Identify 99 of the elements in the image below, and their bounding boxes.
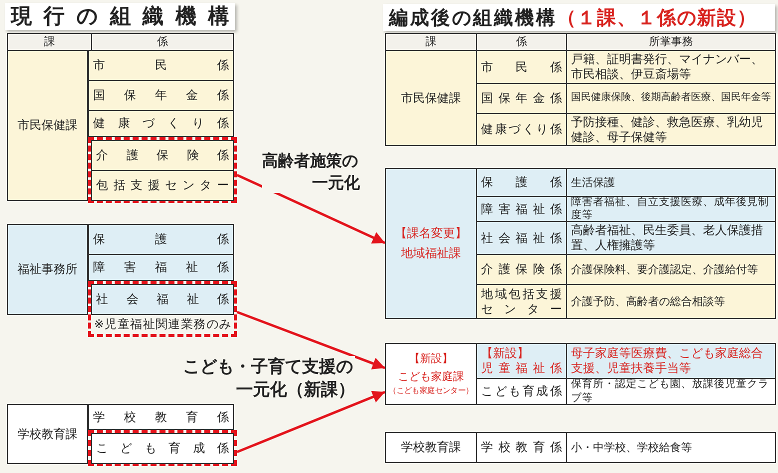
header-text: 所掌事務: [648, 35, 694, 49]
arrow: [236, 390, 386, 454]
arrow: [236, 310, 386, 370]
section-name: こども家庭課: [397, 368, 465, 385]
section-name: 市民保健課: [16, 118, 78, 133]
duty-cell: [566, 254, 776, 285]
duty-cell: [566, 343, 776, 379]
unit-name: 国保年金係: [481, 91, 562, 106]
duty-text: 小・中学校、学校給食等: [571, 440, 693, 454]
section-name: 【新設】: [408, 351, 454, 367]
section-name: 学校教育課: [400, 440, 462, 455]
duty-cell: [566, 221, 776, 255]
section-cell: [7, 224, 88, 315]
unit-cell: [91, 140, 234, 171]
unit-cell: [88, 404, 234, 430]
duty-cell: [566, 432, 776, 463]
unit-name: 保護係: [481, 175, 562, 190]
section-name: 学校教育課: [16, 426, 78, 442]
duty-text: 高齢者福祉、民生委員、老人保護措置、人権擁護等: [571, 223, 764, 253]
unit-name: 介護保険係: [96, 148, 229, 163]
header-text: 係: [515, 35, 528, 49]
unit-name: こども育成係: [96, 441, 229, 456]
unit-name: 児童福祉係: [481, 361, 562, 376]
unit-cell: [88, 224, 234, 255]
section-cell: [7, 404, 88, 464]
unit-cell: [476, 50, 567, 84]
duty-text: 保育所・認定こども園、放課後児童クラブ等: [571, 378, 770, 405]
section-name: 福祉事務所: [16, 262, 78, 277]
duty-text: 介護予防、高齢者の総合相談等: [571, 294, 726, 308]
dashed-outline: [88, 137, 237, 203]
duty-cell: [566, 284, 776, 319]
section-cell: [7, 50, 88, 201]
unit-name: 障害福祉係: [481, 202, 562, 216]
section-cell: [385, 168, 477, 319]
duty-cell: [566, 113, 776, 146]
duty-text: 国民健康保険、後期高齢者医療、国民年金等: [571, 92, 771, 105]
unit-name: 社会福祉係: [481, 230, 562, 246]
arrow: [236, 174, 386, 244]
header-text: 課: [43, 35, 56, 49]
duty-text: 生活保護: [571, 176, 616, 190]
header-text: 係: [156, 35, 169, 49]
unit-cell: [91, 284, 234, 315]
dashed-outline: [88, 281, 237, 337]
unit-cell: [88, 80, 234, 111]
unit-cell: [476, 343, 567, 379]
heading-note: （１課、１係の新設）: [557, 6, 757, 30]
unit-cell: [476, 284, 567, 319]
duty-cell: [566, 50, 776, 84]
unit-cell: [476, 113, 567, 146]
edge-label: 高齢者施策の一元化: [262, 150, 360, 194]
unit-name: 市民係: [481, 60, 562, 74]
unit-name: 地域包括支援センター: [481, 286, 562, 316]
unit-cell: [476, 196, 567, 222]
note-text: ※児童福祉関連業務のみ: [94, 317, 231, 332]
unit-cell: [476, 378, 567, 405]
section-name: 地域福祉課: [400, 244, 462, 262]
header-cell: [91, 33, 234, 51]
unit-name: 学校教育係: [481, 440, 562, 455]
unit-cell: [476, 168, 567, 197]
section-cell: [385, 343, 477, 405]
unit-cell: [476, 83, 567, 114]
unit-cell: [476, 254, 567, 285]
unit-name: 健康づくり係: [481, 122, 562, 137]
unit-cell: [88, 254, 234, 281]
unit-name: 保護係: [93, 232, 229, 247]
unit-name: 障害福祉係: [93, 260, 229, 275]
duty-text: 介護保険料、要介護認定、介護給付等: [571, 262, 759, 276]
unit-name: 【新設】: [481, 346, 530, 361]
unit-name: 健康づくり係: [93, 116, 229, 131]
duty-text: 予防接種、健診、救急医療、乳幼児健診、母子保健等: [571, 114, 764, 144]
duty-cell: [566, 168, 776, 197]
section-name: 【課名変更】: [394, 225, 468, 242]
unit-name: 包括支援センター: [96, 178, 229, 193]
unit-cell: [476, 221, 567, 255]
unit-name: 介護保険係: [481, 262, 562, 277]
header-cell: [7, 33, 92, 51]
duty-text: 戸籍、証明書発行、マイナンバー、市民相談、伊豆斎場等: [571, 52, 764, 82]
duty-text: 障害者福祉、自立支援医療、成年後見制度等: [571, 196, 770, 222]
unit-cell: [88, 110, 234, 137]
unit-cell: [476, 432, 567, 463]
heading-text: 編成後の組織機構: [389, 6, 557, 30]
unit-name: 市民係: [93, 58, 229, 73]
heading-text: 現行の組織機構: [11, 3, 229, 30]
unit-name: 社会福祉係: [96, 292, 229, 307]
header-cell: [566, 33, 776, 51]
header-text: 課: [424, 35, 438, 49]
section-cell: [385, 432, 477, 463]
header-cell: [385, 33, 477, 51]
duty-cell: [566, 83, 776, 114]
unit-cell: [88, 50, 234, 81]
section-name: （こども家庭センター）: [388, 385, 474, 398]
section-cell: [385, 50, 477, 146]
header-cell: [476, 33, 567, 51]
unit-cell: [91, 170, 234, 201]
unit-name: 国保年金係: [93, 88, 229, 103]
section-name: 市民保健課: [400, 90, 462, 106]
unit-name: こども育成係: [481, 384, 562, 399]
unit-name: 学校教育係: [93, 410, 229, 424]
duty-text: 母子家庭等医療費、こども家庭総合支援、児童扶養手当等: [571, 346, 764, 376]
